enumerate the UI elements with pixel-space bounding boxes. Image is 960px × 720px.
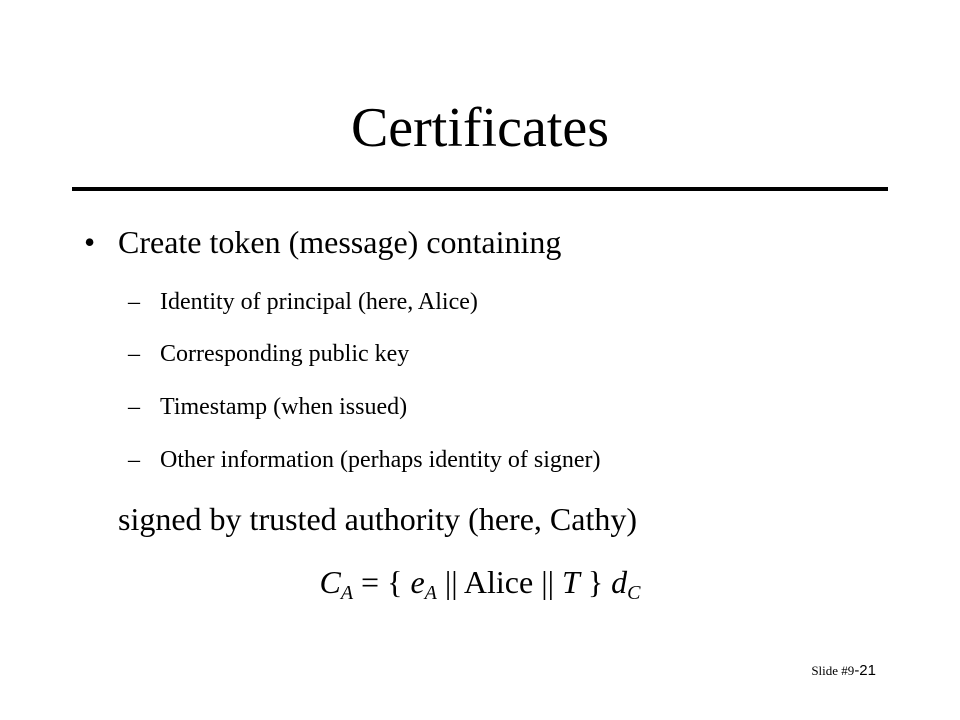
slide-number-label: Slide #9 — [811, 663, 855, 678]
sub-item-text: Timestamp (when issued) — [160, 394, 408, 420]
slide-number: Slide #9-21 — [811, 662, 876, 680]
sub-item-timestamp: –Timestamp (when issued) — [128, 391, 407, 423]
sub-item-text: Corresponding public key — [160, 341, 410, 367]
signed-by-text: signed by trusted authority (here, Cathy… — [118, 501, 637, 537]
formula-lhs: C — [319, 564, 341, 600]
formula-signature-subscript: C — [627, 582, 641, 604]
slide-title: Certificates — [350, 97, 610, 159]
formula-timestamp: T — [562, 564, 580, 600]
title-divider — [72, 187, 888, 191]
sub-item-dash: – — [128, 447, 140, 473]
slide-number-value: -21 — [854, 662, 876, 679]
sub-item-dash: – — [128, 289, 140, 315]
bullet-item: • Create token (message) containing — [84, 218, 561, 266]
sub-item-text: Other information (perhaps identity of s… — [160, 447, 601, 473]
bullet-marker: • — [84, 224, 96, 260]
sub-item-other-info: –Other information (perhaps identity of … — [128, 444, 601, 476]
bullet-text: Create token (message) containing — [118, 224, 562, 260]
formula-close: } — [579, 564, 612, 600]
formula-alice-part: || Alice || — [436, 564, 563, 600]
formula-key-subscript: A — [424, 582, 437, 604]
certificate-formula: CA = { eA || Alice || T } dC — [0, 558, 960, 606]
sub-item-identity: –Identity of principal (here, Alice) — [128, 286, 478, 318]
sub-item-text: Identity of principal (here, Alice) — [160, 289, 478, 315]
sub-item-public-key: –Corresponding public key — [128, 338, 409, 370]
formula-signature: d — [611, 564, 628, 600]
formula-equals-open: = { — [353, 564, 411, 600]
sub-item-dash: – — [128, 394, 140, 420]
formula-lhs-subscript: A — [340, 582, 354, 604]
formula-key: e — [410, 564, 425, 600]
sub-item-dash: – — [128, 341, 140, 367]
